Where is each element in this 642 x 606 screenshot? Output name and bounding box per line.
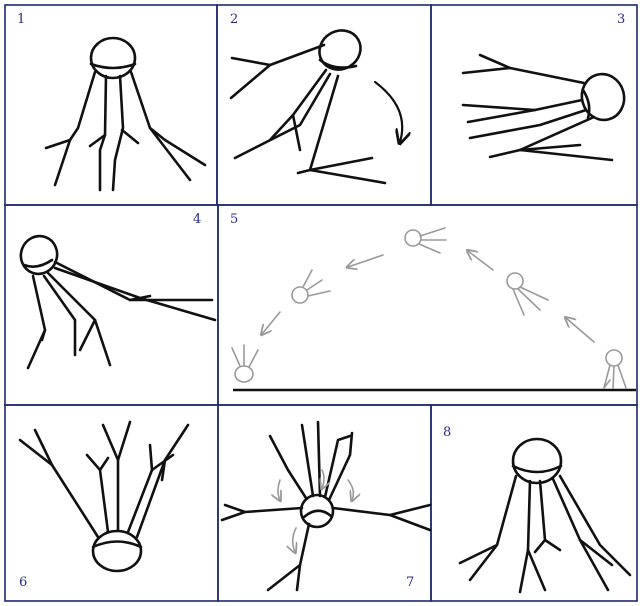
panel-frame-2 <box>217 5 431 205</box>
ghost-satellite-apex <box>405 228 446 253</box>
trajectory-arrow-3 <box>348 255 383 267</box>
trajectory-arrow-1 <box>566 318 594 342</box>
panel-number-5: 5 <box>230 212 238 227</box>
satellite-pose-1 <box>46 38 205 190</box>
ghost-satellite-start <box>604 350 626 388</box>
ghost-satellite-falling <box>292 270 330 303</box>
trajectory-overview <box>232 228 636 390</box>
trajectory-arrow-2 <box>468 251 493 270</box>
panel-number-1: 1 <box>17 12 25 27</box>
panel-frame-8 <box>431 405 637 601</box>
ghost-satellite-landed <box>232 345 258 382</box>
satellite-pose-7 <box>222 422 430 590</box>
panel-number-4: 4 <box>193 212 201 227</box>
trajectory-arrow-4 <box>262 312 280 334</box>
panel-frame-7 <box>218 405 431 601</box>
panel-frame-5 <box>218 205 637 405</box>
panel-number-6: 6 <box>19 575 27 590</box>
panel-number-7: 7 <box>406 575 414 590</box>
satellite-pose-8 <box>460 439 630 592</box>
panel-number-8: 8 <box>443 425 451 440</box>
panel-number-2: 2 <box>230 12 238 27</box>
satellite-pose-4 <box>16 231 215 368</box>
satellite-pose-2 <box>231 23 385 183</box>
panel-number-3: 3 <box>617 12 625 27</box>
satellite-pose-3 <box>463 55 629 160</box>
rotation-arrow <box>375 82 402 142</box>
ghost-satellite-rising <box>507 273 548 315</box>
satellite-pose-6 <box>20 422 188 571</box>
